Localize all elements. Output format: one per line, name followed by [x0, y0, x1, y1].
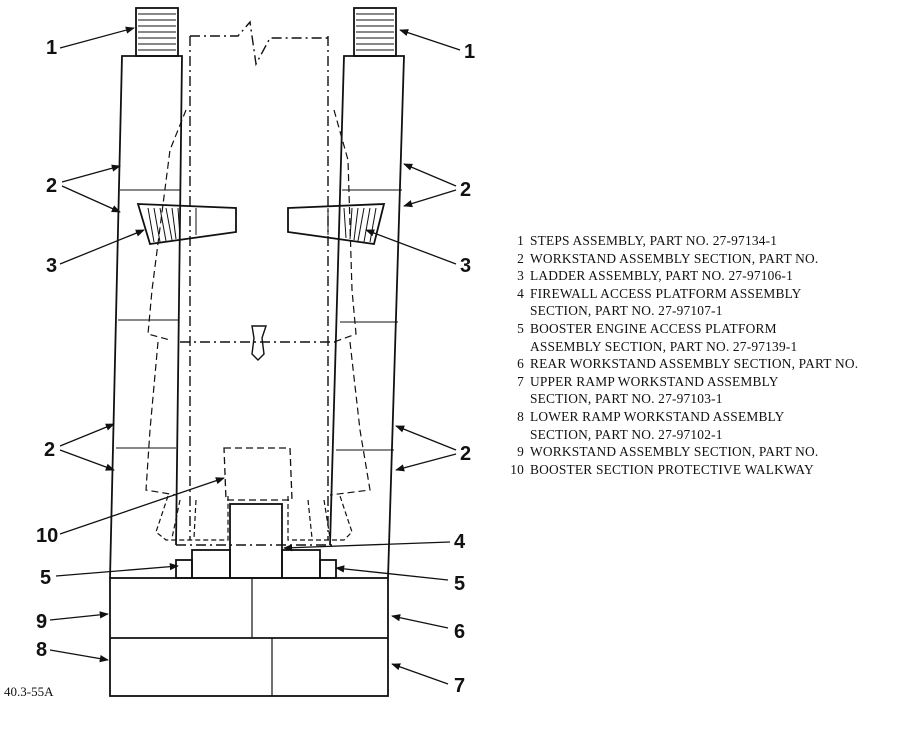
legend-number: 8 [517, 408, 524, 424]
leader-2-upper-left-a [61, 164, 121, 183]
booster-engine-platform-right [281, 549, 337, 579]
callout-1-left: 1 [46, 37, 57, 59]
steps-assembly-left [135, 7, 179, 57]
legend-text: WORKSTAND ASSEMBLY SECTION, PART NO. [530, 444, 819, 460]
legend-text: LOWER RAMP WORKSTAND ASSEMBLY [530, 408, 785, 424]
leader-9 [49, 611, 109, 621]
leader-2-upper-right-b [403, 189, 457, 208]
legend-number: 6 [517, 356, 524, 372]
legend-item-7: 7 UPPER RAMP WORKSTAND ASSEMBLY [500, 373, 902, 391]
leader-2-upper-right-a [403, 163, 457, 187]
leader-2-lower-left-a [59, 423, 115, 447]
booster-engine-platform-left [175, 549, 231, 579]
legend-text: SECTION, PART NO. 27-97102-1 [530, 426, 723, 442]
legend-item-5: 5 BOOSTER ENGINE ACCESS PLATFORM [500, 320, 902, 338]
legend-number: 9 [517, 444, 524, 460]
callout-5-left: 5 [40, 567, 51, 589]
legend-item-6: 6 REAR WORKSTAND ASSEMBLY SECTION, PART N… [500, 355, 902, 373]
leader-2-lower-right-b [395, 453, 457, 472]
leader-5-left [55, 563, 179, 577]
figure-id: 40.3-55A [4, 684, 54, 699]
legend-text: UPPER RAMP WORKSTAND ASSEMBLY [530, 373, 779, 389]
leader-8 [49, 649, 109, 663]
aircraft-fuselage-outline [176, 20, 338, 546]
legend-text: BOOSTER ENGINE ACCESS PLATFORM [530, 320, 777, 336]
legend-text: BOOSTER SECTION PROTECTIVE WALKWAY [530, 461, 814, 477]
firewall-access-platform [229, 503, 283, 579]
leader-3-left [59, 229, 145, 265]
leader-7 [391, 663, 449, 685]
leader-2-lower-left-b [59, 449, 115, 471]
leader-5-right [335, 565, 449, 581]
callout-4: 4 [454, 531, 466, 553]
legend-number: 2 [517, 250, 524, 266]
legend-number: 3 [517, 268, 524, 284]
callout-1-right: 1 [464, 41, 475, 63]
legend-text: SECTION, PART NO. 27-97103-1 [530, 391, 723, 407]
legend-item-4: 4 FIREWALL ACCESS PLATFORM ASSEMBLY [500, 285, 902, 303]
workstand-column-right [329, 55, 405, 579]
leader-6 [391, 614, 449, 629]
callout-2-upper-left: 2 [46, 175, 57, 197]
booster-nozzle [251, 325, 267, 361]
legend-number: 1 [517, 233, 524, 248]
legend-item-2: 2 WORKSTAND ASSEMBLY SECTION, PART NO. [500, 250, 902, 268]
leader-2-upper-left-b [61, 185, 121, 213]
ladder-assembly-left [136, 203, 237, 245]
legend-text: LADDER ASSEMBLY, PART NO. 27-97106-1 [530, 268, 793, 284]
legend-item-9: 9 WORKSTAND ASSEMBLY SECTION, PART NO. [500, 443, 902, 461]
legend-text: STEPS ASSEMBLY, PART NO. 27-97134-1 [530, 233, 778, 248]
leader-1-right [399, 29, 461, 51]
legend-item-10: 10 BOOSTER SECTION PROTECTIVE WALKWAY [500, 461, 902, 479]
booster-engines [155, 495, 353, 541]
fuselage-hidden-lines [145, 109, 371, 496]
callout-5-right: 5 [454, 573, 465, 595]
callout-7: 7 [454, 675, 465, 697]
legend-text: ASSEMBLY SECTION, PART NO. 27-97139-1 [530, 338, 798, 354]
leader-3-right [365, 229, 457, 265]
legend-item-7-cont: SECTION, PART NO. 27-97103-1 [500, 390, 902, 408]
legend-item-5-cont: ASSEMBLY SECTION, PART NO. 27-97139-1 [500, 338, 902, 356]
legend-number: 7 [517, 373, 524, 389]
callout-2-lower-left: 2 [44, 439, 55, 461]
callout-2-lower-right: 2 [460, 443, 471, 465]
legend-number: 10 [510, 461, 524, 477]
callout-3-right: 3 [460, 255, 471, 277]
callout-8: 8 [36, 639, 47, 661]
legend-number: 4 [517, 285, 524, 301]
legend-item-4-cont: SECTION, PART NO. 27-97107-1 [500, 302, 902, 320]
steps-assembly-right [353, 7, 397, 57]
ramp-workstand-sections [109, 577, 389, 697]
legend-text: REAR WORKSTAND ASSEMBLY SECTION, PART NO… [530, 356, 859, 372]
leader-10 [59, 477, 225, 535]
ladder-assembly-right [287, 203, 386, 246]
legend-item-8-cont: SECTION, PART NO. 27-97102-1 [500, 426, 902, 444]
legend-item-3: 3 LADDER ASSEMBLY, PART NO. 27-97106-1 [500, 267, 902, 285]
callout-2-upper-right: 2 [460, 179, 471, 201]
legend-item-8: 8 LOWER RAMP WORKSTAND ASSEMBLY [500, 408, 902, 426]
legend-text: WORKSTAND ASSEMBLY SECTION, PART NO. [530, 250, 819, 266]
callout-10: 10 [36, 525, 58, 547]
legend-number: 5 [517, 320, 524, 336]
legend-text: SECTION, PART NO. 27-97107-1 [530, 303, 723, 319]
legend-text: FIREWALL ACCESS PLATFORM ASSEMBLY [530, 285, 802, 301]
workstand-column-left [109, 55, 183, 579]
callout-9: 9 [36, 611, 47, 633]
leader-4 [283, 541, 451, 552]
callout-3-left: 3 [46, 255, 57, 277]
callout-6: 6 [454, 621, 465, 643]
leader-2-lower-right-a [395, 425, 457, 451]
booster-protective-walkway [223, 447, 293, 501]
legend-item-1: 1 STEPS ASSEMBLY, PART NO. 27-97134-1 [500, 232, 902, 250]
leader-1-left [59, 26, 135, 49]
